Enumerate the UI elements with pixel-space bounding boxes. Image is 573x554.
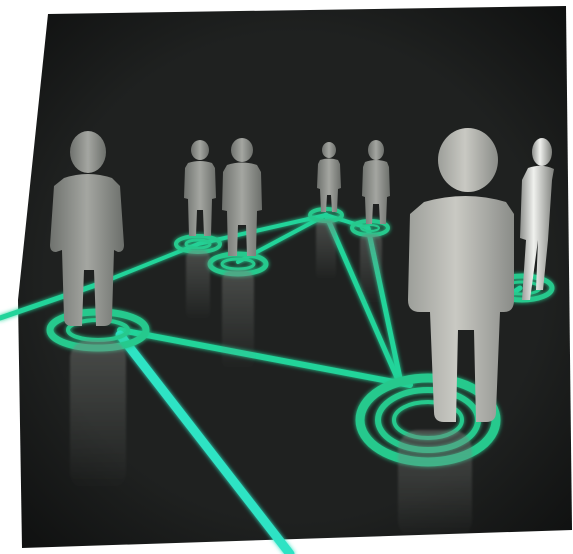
network-illustration [0, 0, 573, 554]
